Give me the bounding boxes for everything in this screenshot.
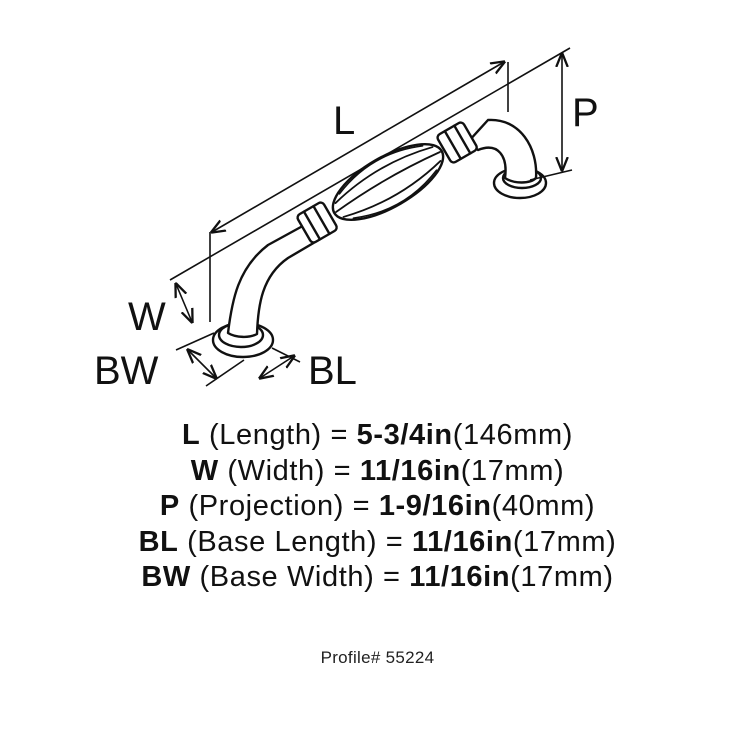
width-label: W	[128, 295, 166, 339]
spec-abbr: BL	[138, 525, 179, 558]
spec-row-base-width: BW (Base Width) = 11/16in(17mm)	[0, 560, 755, 596]
fluted-grip	[331, 142, 445, 222]
left-leg	[226, 220, 324, 339]
projection-label: P	[572, 91, 599, 135]
projection-guide-top	[169, 47, 571, 281]
spec-row-width: W (Width) = 11/16in(17mm)	[0, 454, 755, 490]
spec-abbr: L	[182, 419, 201, 451]
width-dimension-line	[176, 284, 192, 322]
spec-metric: (17mm)	[512, 525, 617, 558]
base-length-label: BL	[308, 349, 357, 393]
spec-abbr: BW	[141, 561, 191, 593]
dimension-lines	[169, 47, 573, 387]
spec-row-projection: P (Projection) = 1-9/16in(40mm)	[0, 489, 755, 525]
spec-name: (Projection) =	[179, 490, 379, 522]
spec-name: (Base Width) =	[190, 561, 410, 593]
spec-abbr: P	[159, 490, 180, 522]
spec-metric: (17mm)	[510, 561, 614, 593]
spec-imperial: 1-9/16in	[378, 490, 492, 522]
base-length-extension	[271, 347, 301, 363]
projection-guide-bottom	[529, 169, 573, 181]
profile-number: Profile# 55224	[320, 648, 435, 667]
spec-metric: (40mm)	[491, 490, 596, 522]
base-width-label: BW	[94, 349, 159, 393]
handle-dimension-diagram: L P W BW BL	[94, 47, 599, 393]
base-width-extension-2	[205, 359, 245, 387]
base-length-dimension-line	[260, 356, 294, 378]
specification-list: L (Length) = 5-3/4in(146mm) W (Width) = …	[0, 418, 755, 596]
spec-name: (Length) =	[200, 419, 357, 451]
cabinet-pull-handle	[211, 118, 548, 359]
spec-row-base-length: BL (Base Length) = 11/16in(17mm)	[0, 525, 755, 561]
spec-imperial: 11/16in	[409, 561, 511, 593]
spec-abbr: W	[190, 454, 219, 487]
spec-name: (Width) =	[218, 454, 360, 487]
length-dimension-line	[212, 62, 504, 232]
base-width-dimension-line	[188, 350, 216, 378]
spec-metric: (146mm)	[452, 419, 573, 451]
spec-imperial: 11/16in	[411, 525, 513, 558]
spec-imperial: 5-3/4in	[356, 419, 453, 451]
length-label: L	[333, 99, 355, 143]
spec-metric: (17mm)	[460, 454, 565, 487]
base-width-extension	[175, 332, 215, 351]
spec-row-length: L (Length) = 5-3/4in(146mm)	[0, 418, 755, 454]
spec-imperial: 11/16in	[359, 454, 461, 487]
spec-name: (Base Length) =	[178, 525, 412, 558]
